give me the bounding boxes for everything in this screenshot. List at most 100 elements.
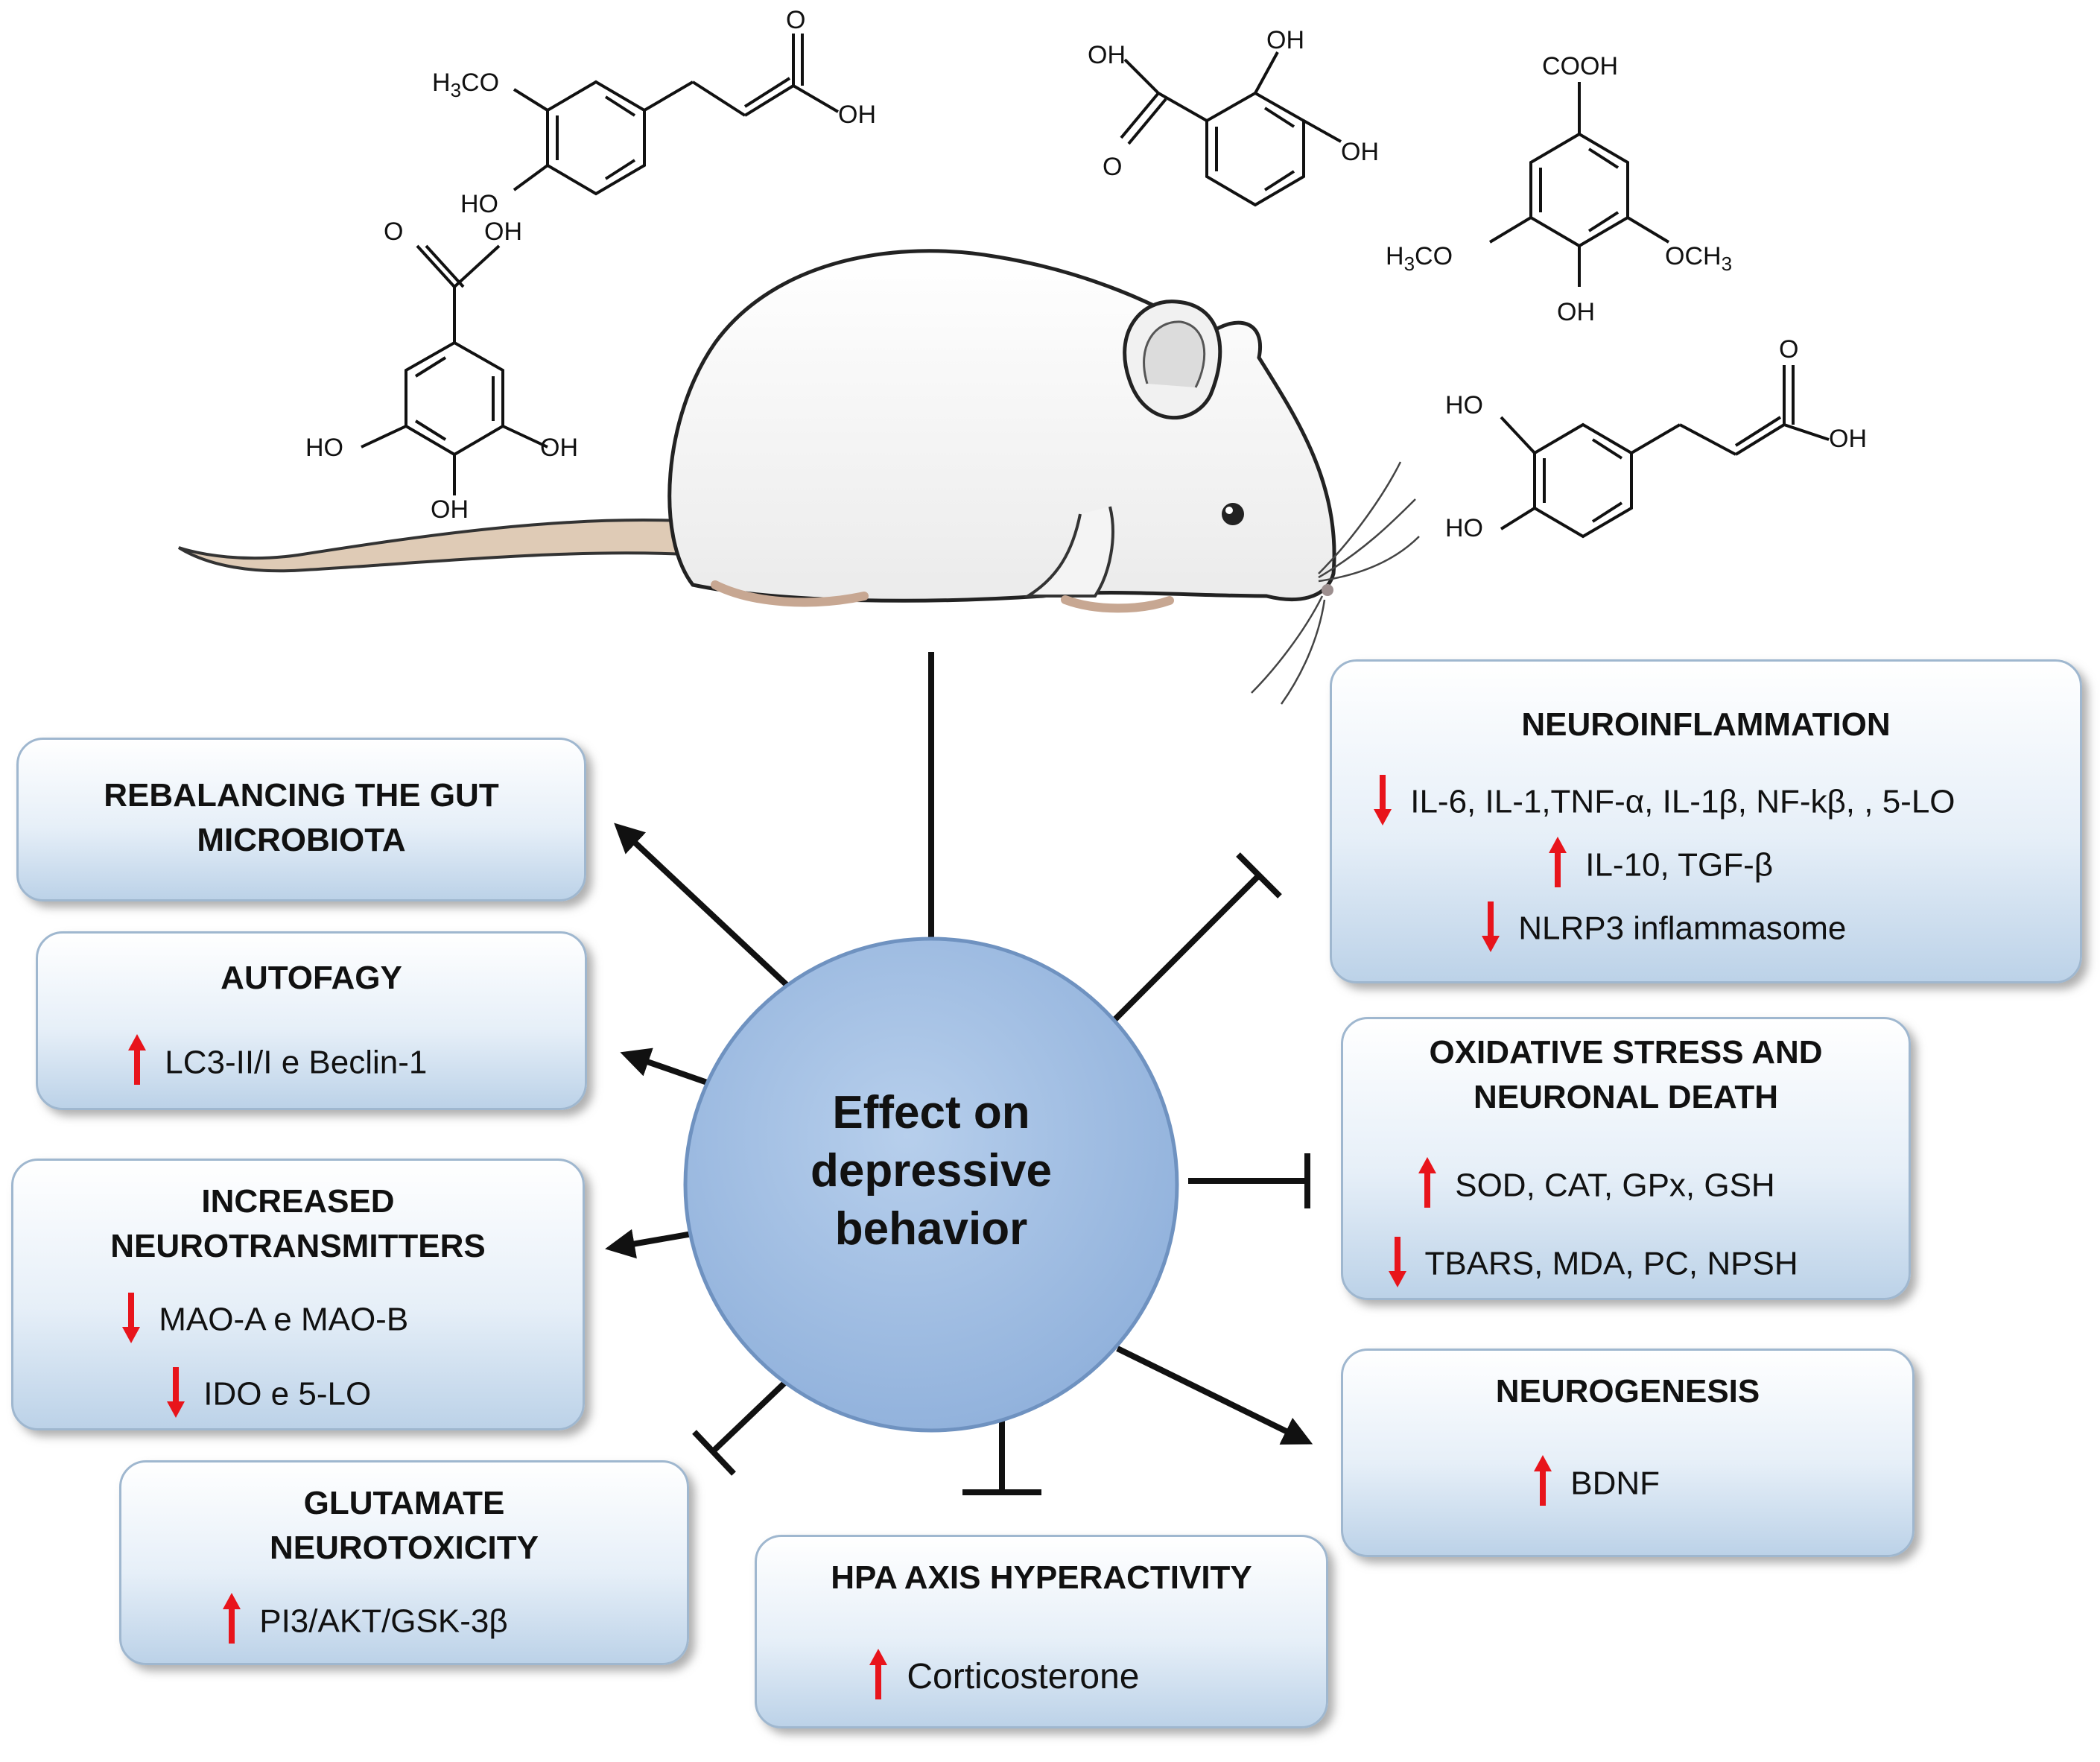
inhibit-glutamate xyxy=(692,1372,796,1476)
inhibit-oxidative xyxy=(1188,1153,1310,1208)
box-neurotransmitters: INCREASED NEUROTRANSMITTERS MAO-A e MAO-… xyxy=(11,1159,585,1430)
box-item: IDO e 5-LO xyxy=(166,1366,371,1427)
protocatechuic-acid-structure xyxy=(1120,51,1342,207)
atom-label: HO xyxy=(1445,391,1483,419)
center-label: Effect on depressive behavior xyxy=(811,1087,1052,1255)
red-arrow-icon xyxy=(1548,837,1567,898)
box-item: MAO-A e MAO-B xyxy=(121,1291,408,1352)
atom-label: HO xyxy=(460,190,498,218)
arrow-to-autofagy xyxy=(620,1048,713,1087)
box-title: OXIDATIVE STRESS AND NEURONAL DEATH xyxy=(1429,1034,1823,1115)
item-text: IL-10, TGF-β xyxy=(1585,846,1774,884)
atom-label: H3​CO xyxy=(432,69,499,101)
box-item: IL-10, TGF-β xyxy=(1548,837,1773,898)
atom-label: OH xyxy=(1341,138,1379,166)
atom-label: OH xyxy=(1266,26,1304,54)
box-title: REBALANCING THE GUT MICROBIOTA xyxy=(104,777,499,858)
rat-body xyxy=(667,249,1336,603)
box-autofagy: AUTOFAGY LC3-II/I e Beclin-1 xyxy=(36,931,587,1110)
box-glutamate-neurotoxicity: GLUTAMATE NEUROTOXICITY PI3/AKT/GSK-3β xyxy=(119,1460,689,1665)
syringic-acid-labels: COOH H3​CO OCH3​ OH xyxy=(1386,52,1732,326)
atom-label: OH xyxy=(1088,41,1126,69)
red-arrow-icon xyxy=(1373,773,1392,834)
ferulic-acid-labels: H3​CO O OH HO xyxy=(432,6,876,218)
box-neuroinflammation: NEUROINFLAMMATION IL-6, IL-1,TNF-α, IL-1… xyxy=(1330,659,2082,983)
syringic-acid-structure xyxy=(1488,82,1670,287)
rat-front-leg xyxy=(1023,506,1114,598)
box-title: GLUTAMATE NEUROTOXICITY xyxy=(269,1485,539,1566)
red-arrow-icon xyxy=(869,1649,888,1709)
item-text: TBARS, MDA, PC, NPSH xyxy=(1424,1245,1798,1282)
box-title: NEUROGENESIS xyxy=(1495,1373,1760,1410)
atom-label: COOH xyxy=(1542,52,1618,80)
atom-label: H3​CO xyxy=(1386,242,1453,275)
gallic-acid-labels: O OH HO OH OH xyxy=(305,218,578,524)
item-text: BDNF xyxy=(1570,1465,1660,1502)
atom-label: OCH3​ xyxy=(1665,242,1732,275)
atom-label: HO xyxy=(1445,514,1483,542)
inhibit-neuroinflammation xyxy=(1111,852,1282,1023)
rat-tail xyxy=(177,519,702,573)
rat-nose xyxy=(1322,584,1333,596)
connectors xyxy=(605,652,1313,1495)
caffeic-acid-structure xyxy=(1500,365,1830,539)
atom-label: OH xyxy=(484,218,522,246)
item-text: IL-6, IL-1,TNF-α, IL-1β, NF-kβ, , 5-LO xyxy=(1410,783,1955,820)
box-oxidative-stress: OXIDATIVE STRESS AND NEURONAL DEATH SOD,… xyxy=(1341,1017,1911,1300)
box-item: LC3-II/I e Beclin-1 xyxy=(127,1034,427,1095)
atom-label: OH xyxy=(540,434,578,462)
item-text: NLRP3 inflammasome xyxy=(1518,910,1847,947)
item-text: IDO e 5-LO xyxy=(203,1375,372,1413)
atom-label: HO xyxy=(305,434,343,462)
atom-label: O xyxy=(384,218,403,246)
center-circle xyxy=(683,937,1179,1433)
box-title: NEUROINFLAMMATION xyxy=(1521,706,1891,743)
box-title: AUTOFAGY xyxy=(221,960,402,996)
box-item: TBARS, MDA, PC, NPSH xyxy=(1388,1235,1798,1296)
atom-label: O xyxy=(786,6,805,34)
arrow-to-neurogenesis xyxy=(1116,1346,1313,1445)
red-arrow-icon xyxy=(222,1593,241,1654)
box-title: INCREASED NEUROTRANSMITTERS xyxy=(110,1183,486,1264)
atom-label: OH xyxy=(838,101,876,129)
atom-label: OH xyxy=(1557,298,1595,326)
rat-illustration xyxy=(177,249,1420,705)
red-arrow-icon xyxy=(121,1291,141,1352)
box-item: SOD, CAT, GPx, GSH xyxy=(1418,1157,1775,1218)
red-arrow-icon xyxy=(1481,900,1500,961)
box-item: PI3/AKT/GSK-3β xyxy=(222,1593,508,1654)
atom-label: OH xyxy=(1829,425,1867,453)
box-title: HPA AXIS HYPERACTIVITY xyxy=(831,1559,1252,1596)
rat-eye xyxy=(1222,503,1244,525)
box-item: NLRP3 inflammasome xyxy=(1481,900,1846,961)
box-gut-microbiota: REBALANCING THE GUT MICROBIOTA xyxy=(16,738,586,901)
gallic-acid-structure xyxy=(361,244,548,495)
red-arrow-icon xyxy=(1388,1235,1407,1296)
ferulic-acid-structure xyxy=(513,34,840,196)
rat-whiskers xyxy=(1251,461,1420,705)
box-item: IL-6, IL-1,TNF-α, IL-1β, NF-kβ, , 5-LO xyxy=(1373,773,1955,834)
box-hpa-axis: HPA AXIS HYPERACTIVITY Corticosterone xyxy=(755,1535,1328,1728)
item-text: SOD, CAT, GPx, GSH xyxy=(1455,1167,1775,1204)
arrow-to-gut xyxy=(614,823,799,997)
box-item: Corticosterone xyxy=(869,1649,1139,1709)
box-item: BDNF xyxy=(1533,1455,1660,1516)
item-text: Corticosterone xyxy=(907,1657,1140,1697)
rat-ear-inner xyxy=(1143,320,1206,388)
atom-label: O xyxy=(1103,153,1122,181)
red-arrow-icon xyxy=(1418,1157,1437,1218)
atom-label: OH xyxy=(431,495,469,524)
item-text: MAO-A e MAO-B xyxy=(159,1301,409,1338)
caffeic-acid-labels: HO O OH HO xyxy=(1445,335,1867,542)
arrow-to-neurotransmitters xyxy=(605,1229,697,1259)
rat-feet xyxy=(711,580,1174,613)
atom-label: O xyxy=(1779,335,1798,364)
red-arrow-icon xyxy=(166,1366,185,1427)
red-arrow-icon xyxy=(1533,1455,1552,1516)
protocatechuic-acid-labels: O OH OH OH xyxy=(1088,26,1379,181)
item-text: LC3-II/I e Beclin-1 xyxy=(165,1044,428,1081)
red-arrow-icon xyxy=(127,1034,147,1095)
box-neurogenesis: NEUROGENESIS BDNF xyxy=(1341,1349,1915,1557)
item-text: PI3/AKT/GSK-3β xyxy=(259,1603,508,1640)
